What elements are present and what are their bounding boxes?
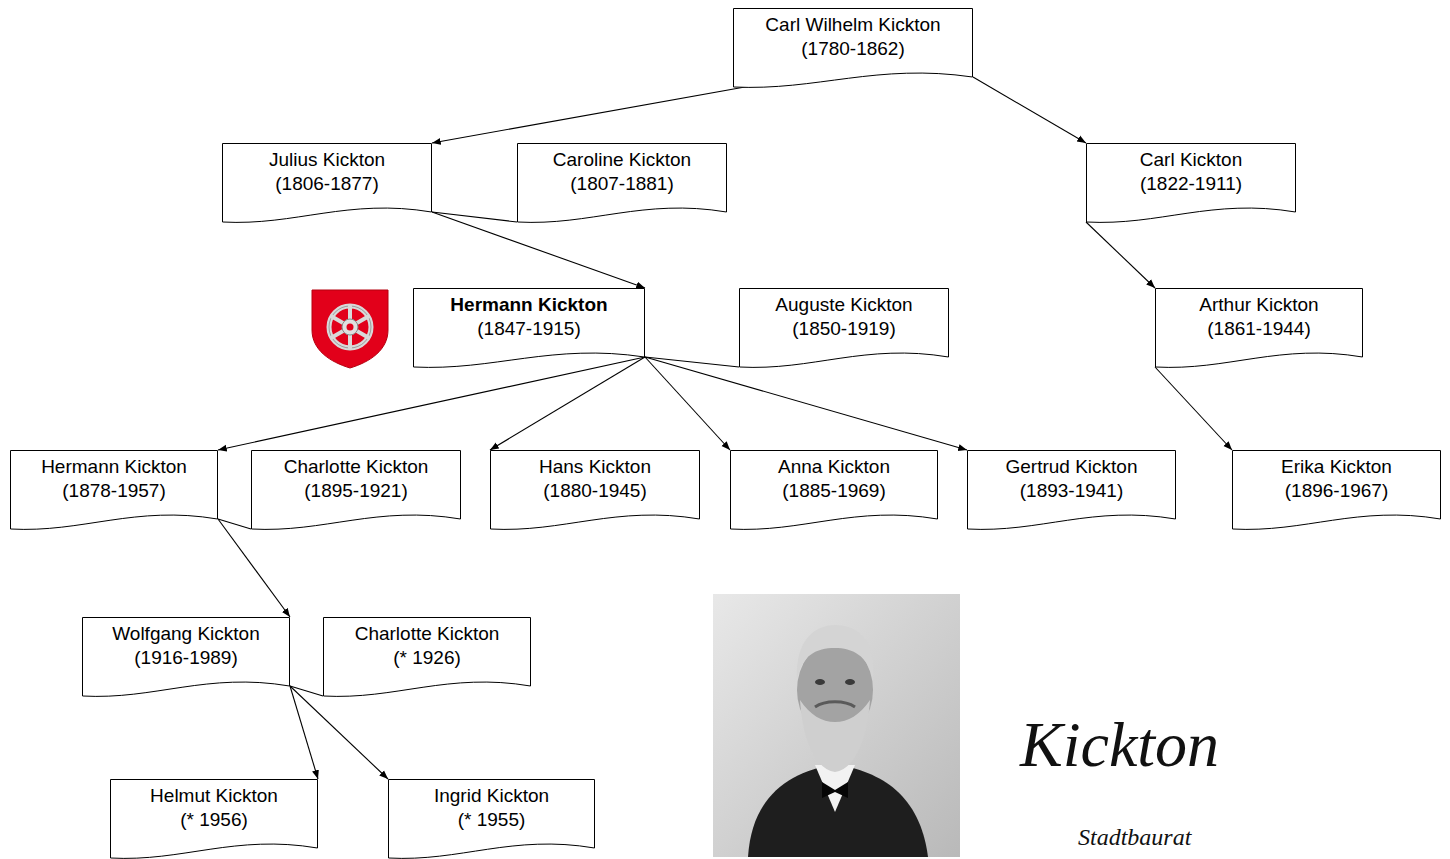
person-box: Auguste Kickton(1850-1919) bbox=[739, 288, 949, 367]
descent-arrow bbox=[432, 212, 645, 288]
descent-arrow bbox=[1155, 367, 1232, 450]
signature: Kickton bbox=[1020, 708, 1219, 782]
person-name: Charlotte Kickton bbox=[355, 622, 500, 646]
life-dates: (1880-1945) bbox=[543, 479, 647, 503]
life-dates: (1847-1915) bbox=[477, 317, 581, 341]
life-dates: (1780-1862) bbox=[801, 37, 905, 61]
descent-arrow bbox=[645, 357, 730, 450]
descent-arrow bbox=[218, 519, 290, 617]
descent-arrow bbox=[973, 77, 1086, 143]
life-dates: (* 1926) bbox=[393, 646, 461, 670]
life-dates: (1895-1921) bbox=[304, 479, 408, 503]
person-box: Gertrud Kickton(1893-1941) bbox=[967, 450, 1176, 529]
person-name: Auguste Kickton bbox=[775, 293, 912, 317]
coat-of-arms bbox=[312, 290, 388, 368]
life-dates: (1822-1911) bbox=[1140, 172, 1242, 196]
person-box: Carl Wilhelm Kickton(1780-1862) bbox=[733, 8, 973, 87]
person-box: Helmut Kickton(* 1956) bbox=[110, 779, 318, 858]
person-name: Hermann Kickton bbox=[41, 455, 187, 479]
person-box: Hans Kickton(1880-1945) bbox=[490, 450, 700, 529]
person-name: Helmut Kickton bbox=[150, 784, 278, 808]
person-box: Wolfgang Kickton(1916-1989) bbox=[82, 617, 290, 696]
person-box: Hermann Kickton(1847-1915) bbox=[413, 288, 645, 367]
life-dates: (1861-1944) bbox=[1207, 317, 1311, 341]
spouse-line bbox=[218, 519, 251, 529]
person-name: Wolfgang Kickton bbox=[112, 622, 260, 646]
life-dates: (1807-1881) bbox=[570, 172, 674, 196]
life-dates: (1893-1941) bbox=[1020, 479, 1124, 503]
spouse-line bbox=[645, 357, 739, 367]
person-name: Arthur Kickton bbox=[1199, 293, 1318, 317]
life-dates: (1878-1957) bbox=[62, 479, 166, 503]
life-dates: (1850-1919) bbox=[792, 317, 896, 341]
descent-arrow bbox=[218, 357, 645, 450]
life-dates: (1916-1989) bbox=[134, 646, 238, 670]
person-box: Charlotte Kickton(1895-1921) bbox=[251, 450, 461, 529]
life-dates: (* 1956) bbox=[180, 808, 248, 832]
person-box: Ingrid Kickton(* 1955) bbox=[388, 779, 595, 858]
descent-arrow bbox=[490, 357, 645, 450]
portrait-photo bbox=[713, 594, 960, 857]
person-name: Julius Kickton bbox=[269, 148, 385, 172]
life-dates: (1806-1877) bbox=[275, 172, 379, 196]
person-box: Anna Kickton(1885-1969) bbox=[730, 450, 938, 529]
person-box: Arthur Kickton(1861-1944) bbox=[1155, 288, 1363, 367]
person-name: Erika Kickton bbox=[1281, 455, 1392, 479]
person-name: Charlotte Kickton bbox=[284, 455, 429, 479]
person-box: Hermann Kickton(1878-1957) bbox=[10, 450, 218, 529]
person-box: Erika Kickton(1896-1967) bbox=[1232, 450, 1441, 529]
person-name: Caroline Kickton bbox=[553, 148, 691, 172]
descent-arrow bbox=[290, 686, 388, 779]
life-dates: (1896-1967) bbox=[1285, 479, 1389, 503]
life-dates: (1885-1969) bbox=[782, 479, 886, 503]
person-name: Hans Kickton bbox=[539, 455, 651, 479]
descent-arrow bbox=[645, 357, 967, 450]
person-name: Anna Kickton bbox=[778, 455, 890, 479]
person-box: Charlotte Kickton(* 1926) bbox=[323, 617, 531, 696]
signature-title: Stadtbaurat bbox=[1078, 824, 1191, 851]
descent-arrow bbox=[1086, 222, 1155, 288]
person-name: Carl Wilhelm Kickton bbox=[765, 13, 940, 37]
person-box: Julius Kickton(1806-1877) bbox=[222, 143, 432, 222]
person-box: Caroline Kickton(1807-1881) bbox=[517, 143, 727, 222]
descent-arrow bbox=[432, 85, 756, 143]
person-name: Carl Kickton bbox=[1140, 148, 1242, 172]
person-name: Gertrud Kickton bbox=[1006, 455, 1138, 479]
person-name: Ingrid Kickton bbox=[434, 784, 549, 808]
life-dates: (* 1955) bbox=[458, 808, 526, 832]
person-box: Carl Kickton(1822-1911) bbox=[1086, 143, 1296, 222]
person-name: Hermann Kickton bbox=[450, 293, 607, 317]
